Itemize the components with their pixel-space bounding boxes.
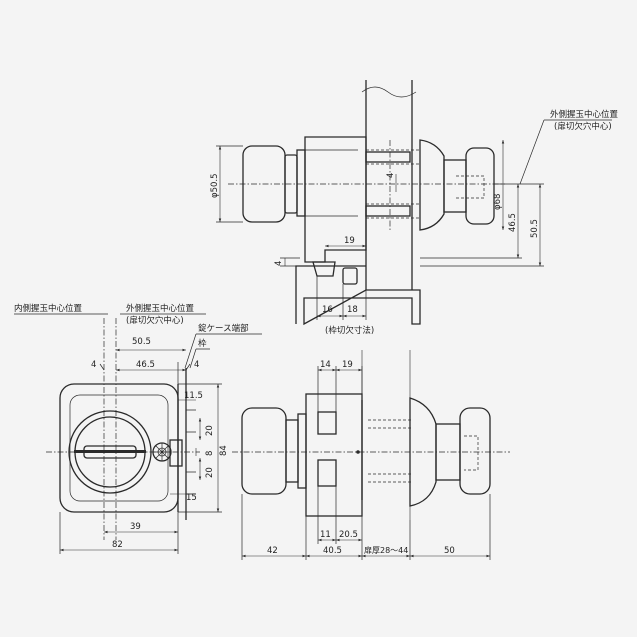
dim-door-thickness: 扉厚28～44 [364,545,408,555]
latch-bolt [342,267,358,285]
door-hole-label: (扉切欠穴中心) [554,121,612,132]
side-inner-rose [297,413,307,489]
square-rose-inner [69,394,169,502]
dim-20-5: 20.5 [339,530,358,540]
dim-4b-front: 4 [194,360,199,370]
frame-channel [295,265,421,326]
door-break-line [361,86,417,98]
dim-4b: 4 [274,261,284,266]
top-view: φ50.5 4 φ68 46.5 50.5 外側握玉中心位置 (扉切欠穴中心) … [210,80,619,336]
dim-39: 39 [130,522,141,532]
side-latch-lower [317,459,337,487]
dim-4a-front: 4 [91,360,96,370]
case-step-line [305,149,358,217]
inner-center-label: 内側握玉中心位置 [14,303,83,314]
dim-20b: 20 [205,467,215,478]
screw-hidden-lower [366,203,420,219]
latch-strike [312,261,336,277]
outer-knob-hidden [456,175,485,199]
side-inner-neck [285,419,299,483]
side-outer-knob-hidden [464,435,479,471]
side-screw-upper [368,419,412,429]
outer-knob [465,147,495,225]
outer-rose [419,139,445,231]
dim-50-5: 50.5 [530,219,540,238]
front-view: 内側握玉中心位置 外側握玉中心位置 (扉切欠穴中心) 錠ケース端部 枠 50.5… [14,303,262,554]
side-case-screw [356,450,360,454]
dim-46-5-front: 46.5 [136,360,155,370]
case-end-label: 錠ケース端部 [198,323,249,334]
dim-19: 19 [344,236,355,246]
dim-82: 82 [112,540,123,550]
dim-50-side: 50 [444,546,455,556]
dim-19-side: 19 [342,360,353,370]
outer-center-label: 外側握玉中心位置 [550,109,619,120]
dim-15: 15 [186,493,197,503]
side-screw-lower [368,473,412,483]
dim-18: 18 [347,305,358,315]
outer-center-label-front: 外側握玉中心位置 [126,303,195,314]
side-outer-rose [409,397,437,507]
latch-guide-lines [186,409,196,495]
frame-label: 枠 [198,338,207,349]
dim-40-5: 40.5 [323,546,342,556]
dim-14: 14 [320,360,331,370]
screw-hidden-upper [366,149,420,165]
latch-slot [169,439,183,467]
frame-cut-label: (枠切欠寸法) [325,325,374,336]
dim-phi50-5: φ50.5 [210,173,220,198]
dim-11: 11 [320,530,331,540]
inner-rose [296,149,306,217]
side-latch-upper [317,411,337,435]
outer-knob-neck [443,159,467,213]
screw-head-lower [365,205,411,217]
knob-outer-ring [68,410,152,494]
outer-center-leader [519,119,612,185]
dim-20a: 20 [205,425,215,436]
lock-case-body [304,136,367,263]
screw-head-upper [365,151,411,163]
dim-11-5: 11.5 [184,391,203,401]
door-hole-label-front: (扉切欠穴中心) [126,315,184,326]
side-view: 14 19 11 20.5 42 40.5 扉厚28～44 50 [232,350,510,560]
front-center-bar [74,450,146,453]
side-inner-knob [241,407,287,495]
dim-46-5: 46.5 [508,213,518,232]
dim-50-5-front: 50.5 [132,337,151,347]
dim-16: 16 [322,305,333,315]
dim-42: 42 [267,546,278,556]
dim-4a: 4 [386,173,396,178]
dim-8: 8 [205,451,215,456]
side-outer-knob [459,407,491,495]
dim-84: 84 [219,445,229,456]
dim-phi68: φ68 [493,194,503,210]
